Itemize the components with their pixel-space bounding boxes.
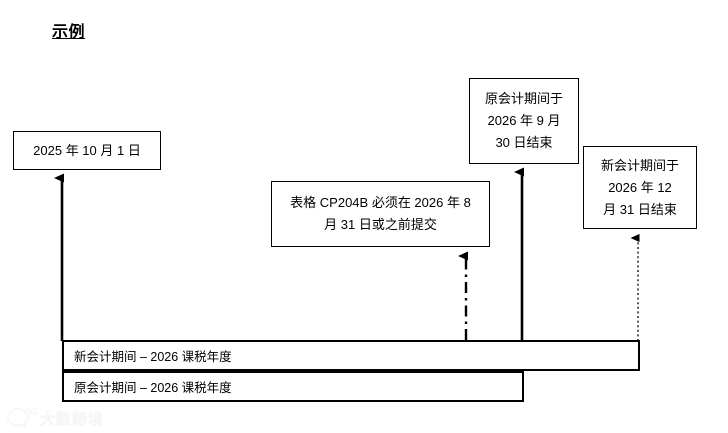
box-start-date: 2025 年 10 月 1 日	[13, 131, 161, 170]
box-old-period-end-line-3: 30 日结束	[495, 135, 553, 150]
box-new-period-end-line-2: 2026 年 12	[608, 179, 672, 195]
box-new-period-end-line-3: 月 31 日结束	[603, 201, 677, 217]
watermark-logo-icon	[6, 407, 38, 429]
timeline-bar-new-period: 新会计期间 – 2026 课税年度	[62, 340, 640, 371]
box-new-period-end-line-1: 新会计期间于	[600, 157, 679, 173]
timeline-bar-old-period: 原会计期间 – 2026 课税年度	[62, 371, 524, 402]
box-start-date-line-1: 2025 年 10 月 1 日	[33, 142, 141, 158]
timeline-bar-old-period-label: 原会计期间 – 2026 课税年度	[74, 381, 232, 395]
box-new-period-end: 新会计期间于 2026 年 12 月 31 日结束	[583, 146, 697, 229]
box-cp204b-deadline: 表格 CP204B 必须在 2026 年 8 月 31 日或之前提交	[271, 181, 490, 247]
page-title: 示例	[52, 24, 86, 41]
timeline-bar-new-period-label: 新会计期间 – 2026 课税年度	[74, 350, 232, 364]
watermark: 大数跨境	[6, 406, 122, 430]
box-old-period-end-line-1: 原会计期间于	[484, 91, 563, 106]
watermark-text: 大数跨境	[40, 411, 105, 429]
box-cp204b-line-1: 表格 CP204B 必须在 2026 年 8	[290, 195, 471, 210]
box-old-period-end-line-2: 2026 年 9 月	[487, 113, 561, 128]
box-cp204b-line-2: 月 31 日或之前提交	[324, 217, 437, 232]
box-old-period-end: 原会计期间于 2026 年 9 月 30 日结束	[469, 78, 579, 164]
